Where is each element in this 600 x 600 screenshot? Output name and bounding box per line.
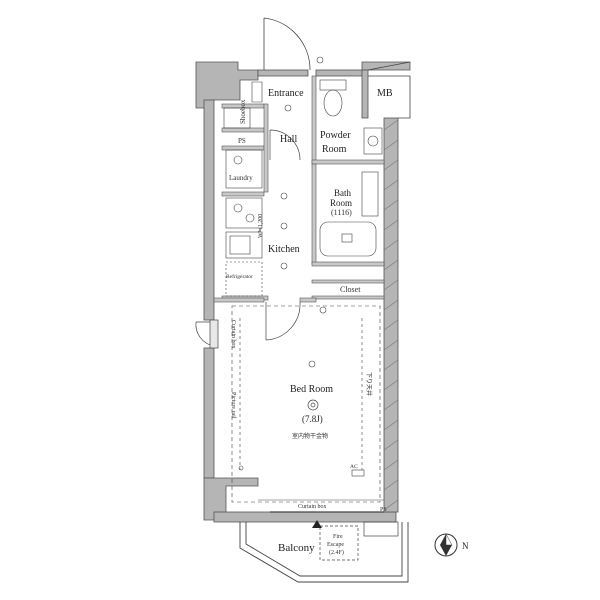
powder-room-door[interactable]: [269, 129, 301, 161]
bedroom-door[interactable]: [265, 301, 301, 341]
label-picture-rail: Picture rail: [230, 392, 236, 419]
mb-box: [367, 61, 411, 119]
label-balcony: Balcony: [278, 542, 315, 554]
label-bath-3: (1116): [331, 208, 352, 217]
label-closet: Closet: [340, 285, 361, 294]
compass-icon: N: [434, 533, 469, 557]
label-kitchen-width: W≒1,200: [258, 214, 264, 238]
bedroom-light-icon: [307, 399, 319, 411]
label-curtain-box-side: Curtain box: [230, 320, 236, 349]
fire-escape-hatch: [319, 525, 359, 561]
label-indoor-drying: 室内物干金物: [292, 432, 328, 440]
label-ps-top: PS: [238, 137, 246, 145]
label-hall: Hall: [280, 134, 297, 145]
label-laundry: Laundry: [229, 174, 253, 182]
ceiling-lights: [238, 56, 327, 471]
label-refrigerator: Refrigerator: [226, 273, 253, 280]
label-bedroom-size: (7.8J): [302, 414, 323, 424]
fixtures: [223, 79, 384, 513]
label-bath-2: Room: [330, 198, 352, 208]
label-entrance: Entrance: [268, 88, 304, 99]
balcony-outline: [239, 522, 409, 583]
label-curtain-box-bottom: Curtain box: [298, 504, 327, 510]
label-bedroom: Bed Room: [290, 384, 333, 395]
label-powder-1: Powder: [320, 130, 351, 141]
side-door[interactable]: [195, 319, 219, 349]
entrance-door[interactable]: [263, 17, 311, 71]
label-shoebox: Shoebox: [239, 99, 247, 124]
label-ac: AC: [350, 464, 358, 470]
label-kitchen: Kitchen: [268, 244, 300, 255]
label-ps-bottom: PS: [380, 507, 387, 513]
label-mb: MB: [377, 88, 393, 99]
compass-north-label: N: [462, 541, 469, 551]
exterior-walls: [195, 61, 411, 523]
column-hatch: [383, 119, 399, 511]
label-powder-2: Room: [322, 144, 347, 155]
label-fire-escape-3: (2.4F): [329, 549, 344, 556]
balcony-storage: [363, 521, 399, 537]
window-marker: [312, 520, 322, 528]
label-sagari-tenjo: 下り天井: [365, 372, 373, 396]
label-fire-escape-1: Fire: [333, 534, 343, 540]
label-fire-escape-2: Escape: [327, 542, 344, 548]
label-bath-1: Bath: [334, 188, 351, 198]
room-labels: Entrance MB Shoebox PS Hall Powder Room …: [226, 88, 393, 556]
interior-walls: [213, 75, 385, 303]
